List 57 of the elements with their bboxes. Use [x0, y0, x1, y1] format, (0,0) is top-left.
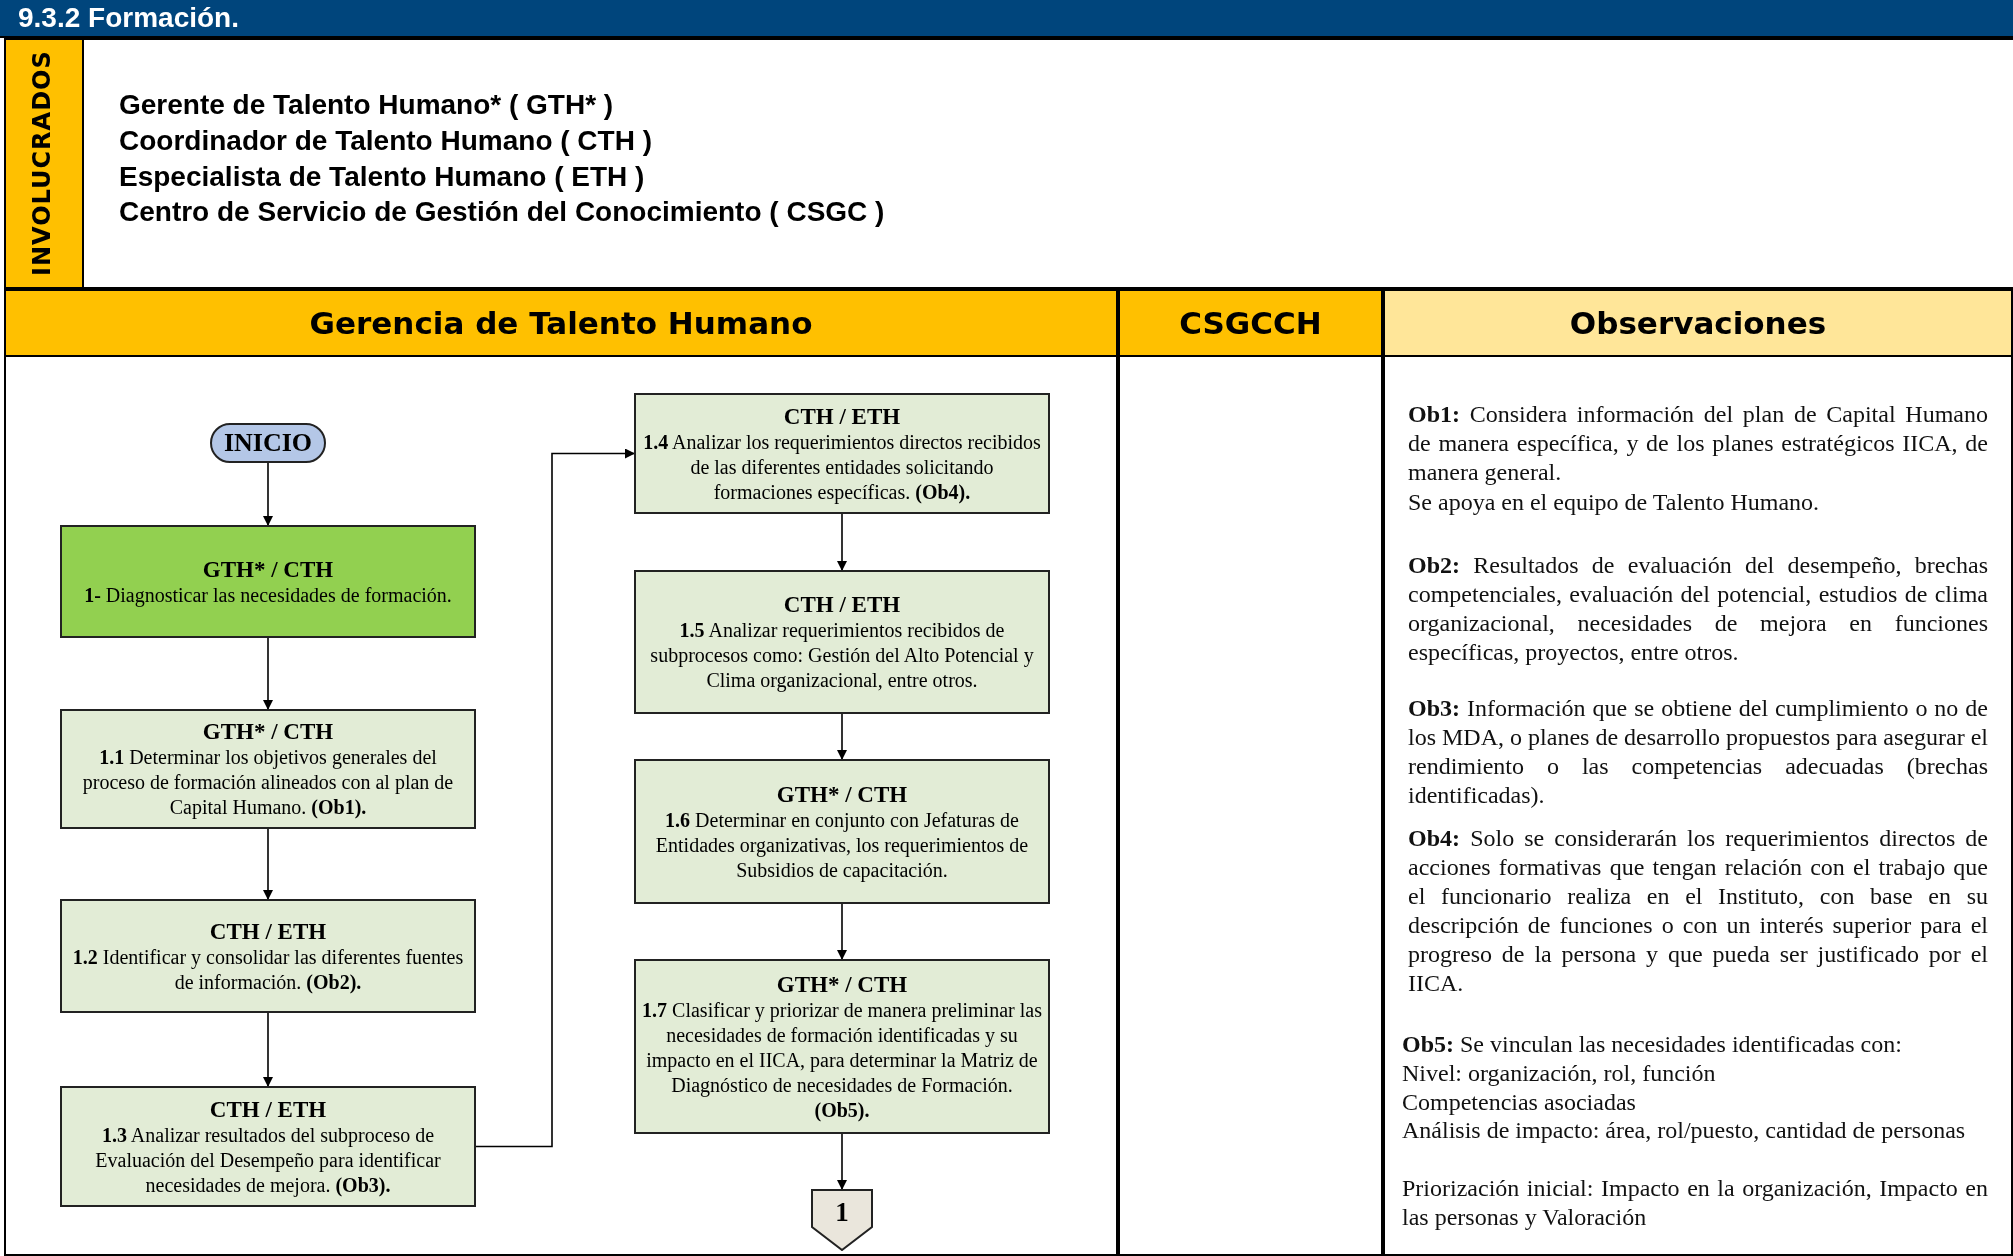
arrow — [837, 713, 847, 760]
note-text: Priorización inicial: Impacto en la organización, Impacto en las personas y Valoración — [1402, 1174, 1988, 1232]
process-box — [634, 393, 1050, 514]
role-label: GTH* / CTH — [202, 555, 334, 583]
step-text: 1.3 Analizar resultados del subproceso de Evaluación del Desempeño para identificar necesidades de mejora. (Ob3). — [94, 1122, 442, 1198]
process-box — [634, 959, 1050, 1134]
step-text: 1.5 Analizar requerimientos recibidos de subprocesos como: Gestión del Alto Potencial y Clima organizacional, entre otros. — [649, 618, 1035, 693]
note-text: Competencias asociadas — [1402, 1088, 1637, 1117]
lane-header: CSGCCH — [1120, 291, 1381, 357]
participant-name: Centro de Servicio de Gestión del Conocimiento ( CSGC ) — [119, 196, 885, 228]
participant-name: Coordinador de Talento Humano ( CTH ) — [119, 125, 652, 157]
process-box — [634, 570, 1050, 714]
arrow — [263, 462, 273, 526]
arrow — [475, 448, 635, 1148]
process-box — [60, 899, 476, 1013]
step-text: 1.6 Determinar en conjunto con Jefaturas de Entidades organizativas, los requerimientos de Subsidios de capacitación. — [654, 807, 1030, 883]
section-label: INVOLUCRADOS — [4, 38, 84, 289]
step-text: 1- Diagnosticar las necesidades de formación. — [84, 582, 452, 608]
start-terminator: INICIO — [210, 423, 326, 463]
participant-name: Especialista de Talento Humano ( ETH ) — [119, 161, 645, 193]
step-text: 1.1 Determinar los objetivos generales del proceso de formación alineados con al plan de Capital Humano. (Ob1). — [81, 745, 455, 820]
role-label: GTH* / CTH — [776, 780, 908, 808]
note-text: Ob1: Considera información del plan de Capital Humano de manera específica, y de los planes estratégicos IICA, de manera general. — [1408, 400, 1988, 487]
step-text: 1.7 Clasificar y priorizar de manera preliminar las necesidades de formación identificadas y su impacto en el IICA, para determinar la Matriz de Diagnóstico de necesidades de Formación. (Ob5). — [642, 997, 1042, 1123]
swimlane — [1118, 289, 1383, 1256]
role-label: GTH* / CTH — [202, 718, 334, 745]
arrow — [837, 513, 847, 571]
role-label: CTH / ETH — [209, 917, 327, 945]
participant-name: Gerente de Talento Humano* ( GTH* ) — [119, 89, 614, 121]
step-text: 1.4 Analizar los requerimientos directos recibidos de las diferentes entidades solicitando formaciones específicas. (Ob4). — [642, 429, 1042, 505]
lane-header: Gerencia de Talento Humano — [6, 291, 1116, 357]
note-text: Ob5: Se vinculan las necesidades identificadas con: — [1402, 1030, 1903, 1059]
title-bar: 9.3.2 Formación. — [0, 0, 2013, 38]
note-text: Se apoya en el equipo de Talento Humano. — [1408, 488, 1821, 517]
role-label: CTH / ETH — [783, 591, 901, 618]
arrow — [837, 1133, 847, 1190]
role-label: CTH / ETH — [209, 1095, 327, 1123]
arrow — [263, 637, 273, 710]
offpage-connector: 1 — [811, 1189, 873, 1251]
step-text: 1.2 Identificar y consolidar las diferentes fuentes de información. (Ob2). — [71, 944, 465, 995]
lane-header: Observaciones — [1385, 291, 2011, 357]
process-box — [634, 759, 1050, 904]
arrow — [263, 828, 273, 900]
process-box — [60, 525, 476, 638]
note-text: Nivel: organización, rol, función — [1402, 1059, 1717, 1088]
arrow — [837, 903, 847, 960]
note-text: Ob3: Información que se obtiene del cumplimiento o no de los MDA, o planes de desarrollo propuestos para asegurar el rendimiento o las competencias adecuadas (brechas identificadas). — [1408, 694, 1988, 810]
note-text: Ob2: Resultados de evaluación del desempeño, brechas competenciales, evaluación del potencial, estudios de clima organizacional, necesidades de mejora en funciones específicas, proyectos, entre otros. — [1408, 551, 1988, 667]
swimlane — [1383, 289, 2013, 1256]
note-text: Análisis de impacto: área, rol/puesto, cantidad de personas — [1402, 1116, 1967, 1145]
process-box — [60, 1086, 476, 1207]
role-label: CTH / ETH — [783, 402, 901, 430]
note-text: Ob4: Solo se considerarán los requerimientos directos de acciones formativas que tengan relación con el trabajo que el funcionario realiza en el Instituto, con base en su descripción de funciones o con un interés superior para el progreso de la persona y que pueda ser justificado por el IICA. — [1408, 824, 1988, 998]
role-label: GTH* / CTH — [776, 970, 908, 998]
process-box — [60, 709, 476, 829]
swimlane — [4, 289, 1118, 1256]
arrow — [263, 1012, 273, 1087]
